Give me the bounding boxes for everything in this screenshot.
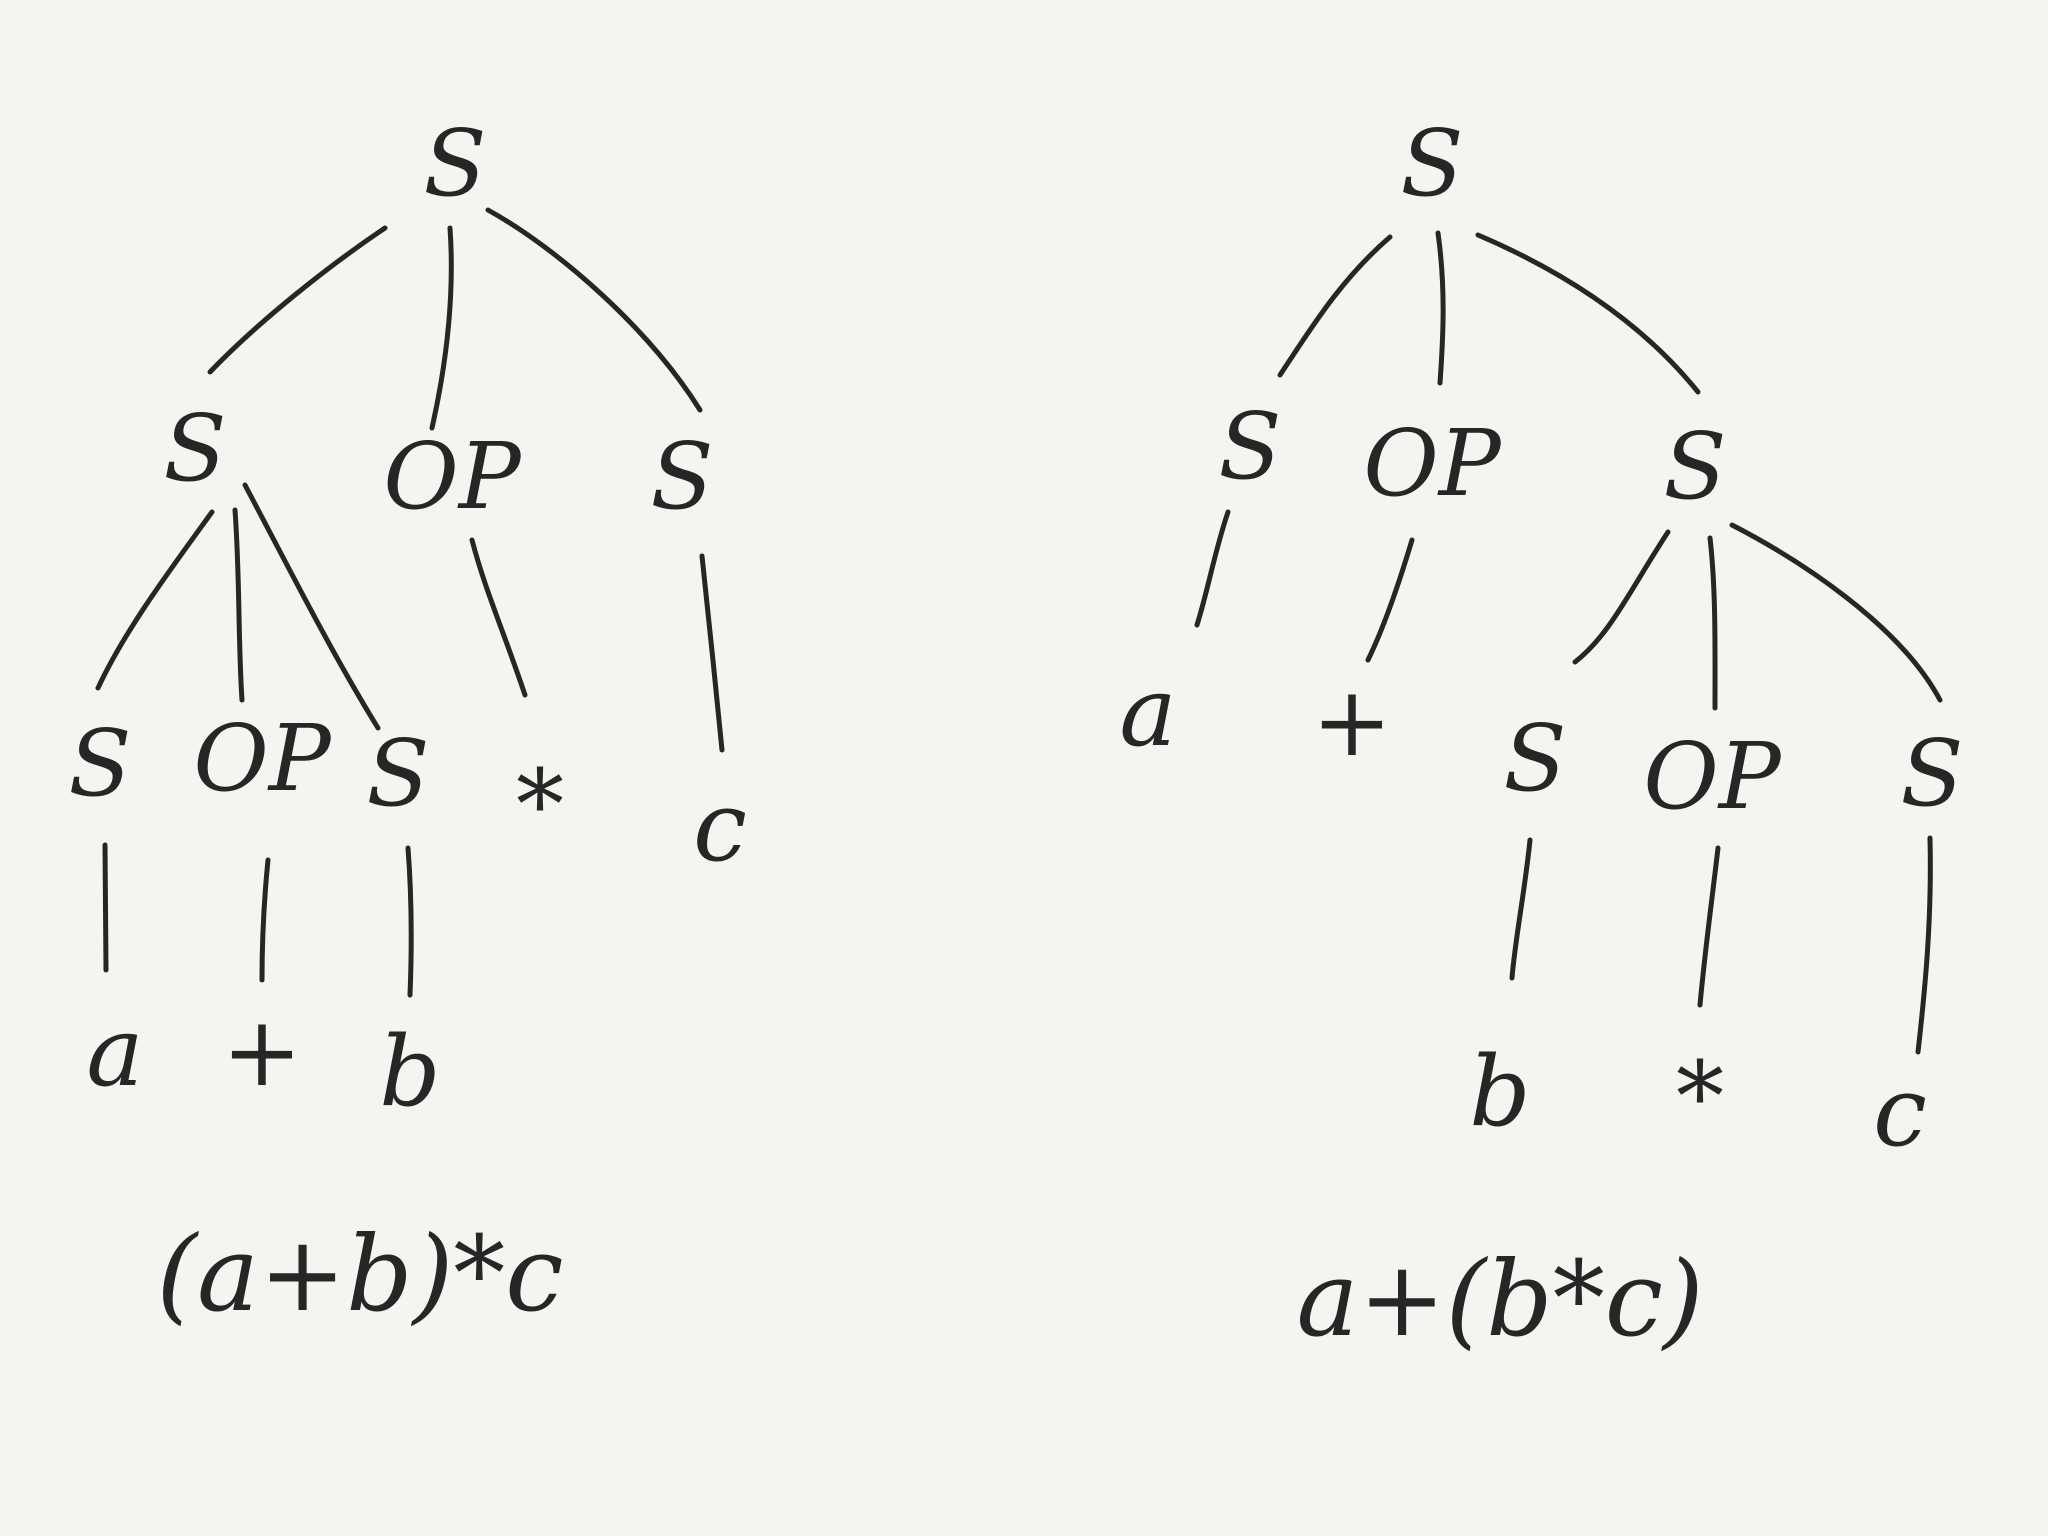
edge-s-to-c: [699, 553, 725, 753]
edge-root-to-op: [1435, 230, 1446, 386]
plus-leaf: +: [1312, 666, 1392, 778]
s-node: S: [68, 710, 131, 817]
edge-s-to-b: [405, 845, 414, 998]
expression-label: (a+b)*c: [156, 1213, 563, 1335]
root-s-node: S: [1400, 110, 1463, 217]
edge-root-to-op: [429, 225, 454, 431]
s-node: S: [1663, 413, 1726, 520]
edge-op-to-star: [469, 537, 528, 698]
edge-op-to-plus: [259, 857, 271, 983]
op-node: OP: [1643, 723, 1782, 830]
star-leaf: *: [1676, 1041, 1724, 1153]
right-tree-nodes: S S OP S a + S OP S b * c: [1119, 110, 1963, 1168]
left-tree: S S OP S S OP S * c a + b (a+b)*c: [68, 110, 746, 1335]
edge-s-to-c: [1915, 835, 1933, 1055]
op-node: OP: [1363, 410, 1502, 517]
edge-op-to-star: [1697, 845, 1721, 1008]
edge-root-to-s: [1277, 234, 1393, 378]
edge-s-to-a: [1194, 509, 1231, 628]
edge-s-to-op: [232, 507, 245, 703]
edge-s-to-op: [1707, 535, 1718, 711]
c-leaf: c: [693, 771, 747, 883]
right-tree: S S OP S a + S OP S b * c a+(b*c): [1119, 110, 1963, 1360]
edge-s-to-s: [95, 509, 215, 691]
b-leaf: b: [379, 1016, 440, 1128]
edge-s-to-b: [1509, 837, 1533, 981]
edge-root-to-s: [485, 207, 703, 413]
s-node: S: [163, 395, 226, 502]
edge-s-to-s: [1572, 529, 1671, 665]
left-tree-edges: [95, 207, 725, 998]
s-node: S: [1503, 705, 1566, 812]
edge-s-to-s: [1729, 522, 1943, 703]
s-node: S: [366, 720, 429, 827]
edge-s-to-a: [102, 842, 109, 973]
s-node: S: [1218, 393, 1281, 500]
s-node: S: [1900, 720, 1963, 827]
op-node: OP: [193, 705, 332, 812]
c-leaf: c: [1873, 1056, 1927, 1168]
edge-op-to-plus: [1365, 537, 1415, 663]
expression-label: a+(b*c): [1296, 1238, 1703, 1360]
s-node: S: [650, 423, 713, 530]
plus-leaf: +: [222, 996, 302, 1108]
b-leaf: b: [1469, 1036, 1530, 1148]
edge-root-to-s: [1475, 232, 1701, 395]
a-leaf: a: [1119, 656, 1176, 768]
left-tree-nodes: S S OP S S OP S * c a + b: [68, 110, 746, 1128]
a-leaf: a: [86, 996, 143, 1108]
root-s-node: S: [423, 110, 486, 217]
edge-s-to-s: [242, 482, 381, 731]
star-leaf: *: [516, 749, 564, 861]
op-node: OP: [383, 423, 522, 530]
edge-root-to-s: [207, 225, 388, 375]
right-tree-edges: [1194, 230, 1943, 1055]
